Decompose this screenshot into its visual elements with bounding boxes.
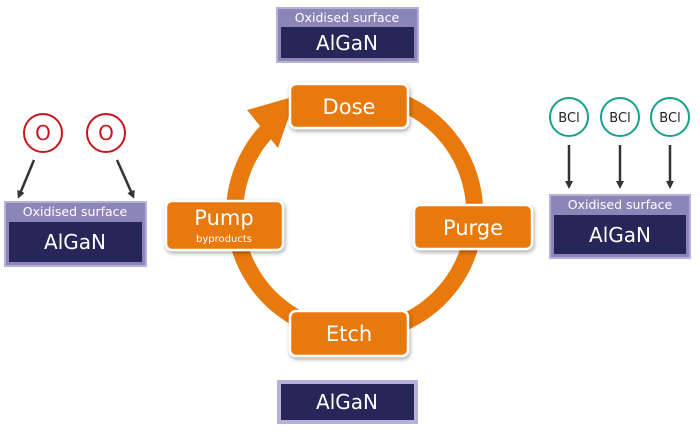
step-label: Pump <box>194 206 253 230</box>
step-dose: Dose <box>288 82 410 130</box>
bcl-label: BCl <box>609 111 630 126</box>
oxygen-molecule: O <box>23 113 63 153</box>
top-stack: Oxidised surface AlGaN <box>276 7 419 63</box>
bcl-label: BCl <box>659 111 680 126</box>
arrow-down-icon <box>17 159 36 199</box>
step-label: Purge <box>443 216 503 240</box>
step-sublabel: byproducts <box>196 234 252 245</box>
substrate-label: AlGaN <box>589 223 651 247</box>
substrate-label: AlGaN <box>316 31 378 55</box>
cycle-arrowhead-icon <box>247 96 296 148</box>
left-stack: Oxidised surface AlGaN <box>4 201 147 267</box>
step-purge: Purge <box>412 203 534 251</box>
step-pump: Pump byproducts <box>164 199 285 252</box>
bottom-stack: AlGaN <box>277 380 418 424</box>
step-label: Dose <box>323 95 376 119</box>
oxide-label: Oxidised surface <box>295 10 400 25</box>
oxygen-label: O <box>98 121 114 145</box>
step-etch: Etch <box>288 309 410 358</box>
substrate-label: AlGaN <box>316 390 378 414</box>
arrow-down-icon <box>115 159 135 199</box>
oxygen-molecule: O <box>86 113 126 153</box>
bcl-molecule: BCl <box>600 97 640 137</box>
bcl-molecule: BCl <box>650 97 690 137</box>
step-label: Etch <box>326 322 372 346</box>
bcl-label: BCl <box>558 111 579 126</box>
bcl-molecule: BCl <box>549 97 589 137</box>
right-stack: Oxidised surface AlGaN <box>549 194 691 259</box>
oxide-label: Oxidised surface <box>568 197 673 212</box>
substrate-label: AlGaN <box>44 230 106 254</box>
oxygen-label: O <box>35 121 51 145</box>
oxide-label: Oxidised surface <box>23 204 128 219</box>
